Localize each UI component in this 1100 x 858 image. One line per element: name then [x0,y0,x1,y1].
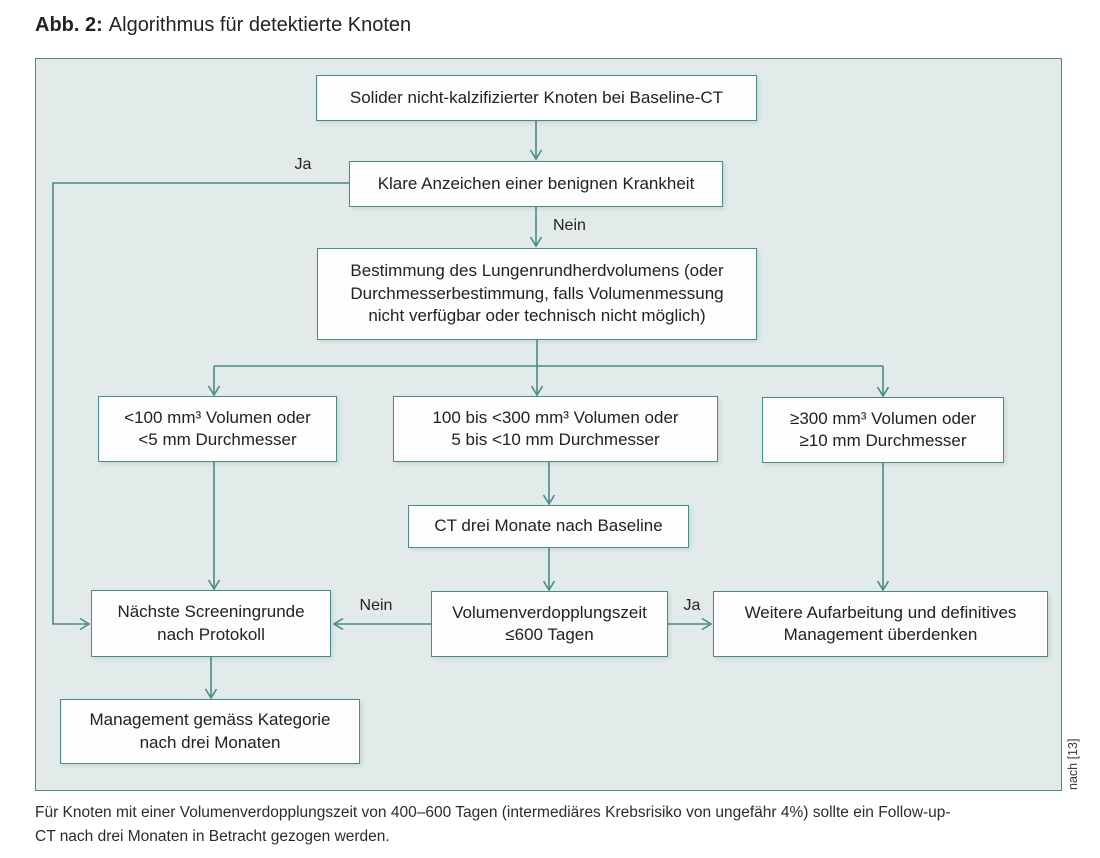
edge-small-next [207,462,221,591]
edge-label-benign-ja: Ja [294,156,312,173]
node-ct-three-months: CT drei Monate nach Baseline [408,505,689,548]
edge-label-vdt-ja: Ja [683,597,701,614]
node-management-category: Management gemäss Kategorie nach drei Mo… [60,699,360,764]
edge-benign-volumetry [529,207,543,248]
node-volume-determination: Bestimmung des Lungenrundherdvolumens (o… [317,248,757,340]
edge-baseline-benign [529,121,543,161]
edge-label-vdt-nein: Nein [359,597,393,614]
edge-large-workup [876,463,890,592]
node-volume-doubling-time: Volumenverdopplungszeit ≤600 Tagen [431,591,668,657]
figure-caption: Abb. 2:Algorithmus für detektierte Knote… [35,14,411,37]
node-baseline-ct: Solider nicht-kalzifizierter Knoten bei … [316,75,757,121]
node-benign-signs: Klare Anzeichen einer benignen Krankheit [349,161,723,207]
node-next-screening-round: Nächste Screeningrunde nach Protokoll [91,590,331,657]
edge-label-benign-nein: Nein [553,217,586,234]
edge-vdt-workup [668,617,713,631]
edge-vdt-next [332,617,431,631]
figure-credit: nach [13] [1066,738,1080,790]
edge-medium-ct3m [542,462,556,506]
figure-footnote: Für Knoten mit einer Volumenverdopplungs… [35,804,951,846]
flowchart-panel: Solider nicht-kalzifizierter Knoten bei … [35,58,1062,791]
edge-next-mgmt [204,657,218,700]
node-further-workup: Weitere Aufarbeitung und definitives Man… [713,591,1048,657]
node-volume-small: <100 mm³ Volumen oder <5 mm Durchmesser [98,396,337,462]
figure-caption-label: Abb. 2: [35,14,103,36]
edge-ct3m-vdt [542,548,556,592]
edge-volumetry-branch [207,340,890,398]
node-volume-medium: 100 bis <300 mm³ Volumen oder 5 bis <10 … [393,396,718,462]
node-volume-large: ≥300 mm³ Volumen oder ≥10 mm Durchmesser [762,397,1004,463]
figure-caption-text: Algorithmus für detektierte Knoten [108,14,412,36]
